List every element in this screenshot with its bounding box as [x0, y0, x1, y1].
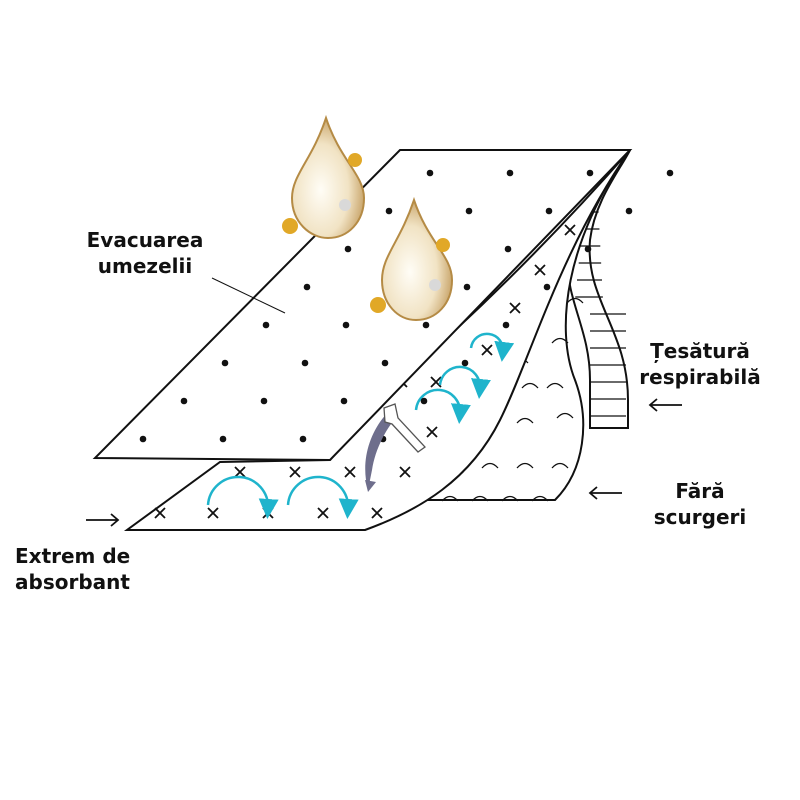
label-line: umezelii [97, 254, 193, 278]
cross-mark [234, 466, 246, 478]
dot [342, 321, 350, 329]
label-line: Evacuarea [86, 228, 204, 252]
arc-mark [501, 495, 519, 502]
dot [219, 435, 227, 443]
dot [385, 207, 393, 215]
label-absorbent: Extrem de absorbant [15, 543, 175, 595]
arc-mark [556, 412, 574, 419]
dot [303, 283, 311, 291]
dot [420, 397, 428, 405]
label-line: Extrem de [15, 544, 131, 568]
dot [422, 321, 430, 329]
arc-mark [551, 337, 569, 344]
label-line: absorbant [15, 570, 130, 594]
arrow-left-icon [648, 398, 682, 412]
arc-mark [481, 462, 499, 469]
cross-mark [426, 426, 438, 438]
dot [545, 207, 553, 215]
cross-mark [564, 224, 576, 236]
dot [586, 169, 594, 177]
arc-mark [516, 417, 534, 424]
dot [625, 207, 633, 215]
cross-mark [207, 507, 219, 519]
absorbent-layer [123, 149, 631, 531]
dot [666, 169, 674, 177]
dot [502, 321, 510, 329]
flow-arrow-icon [414, 388, 471, 424]
arc-mark [521, 382, 539, 389]
cross-mark [430, 376, 442, 388]
label-line: scurgeri [653, 505, 747, 529]
flow-arrow-icon [469, 332, 515, 362]
dot [340, 397, 348, 405]
dot [381, 359, 389, 367]
arc-mark [516, 462, 534, 469]
dot [221, 359, 229, 367]
cross-mark [317, 507, 329, 519]
arrow-left-icon [588, 486, 622, 500]
arc-mark [551, 462, 569, 469]
leader-line [211, 277, 286, 314]
arc-mark [546, 382, 564, 389]
label-no-leak: Fără scurgeri [630, 478, 770, 530]
arrow-right-icon [86, 513, 120, 527]
dot [504, 245, 512, 253]
droplet-icon [282, 114, 366, 240]
cross-mark [154, 507, 166, 519]
label-line: respirabilă [639, 365, 761, 389]
cross-mark [371, 507, 383, 519]
top-sheet [92, 149, 674, 462]
dot [463, 283, 471, 291]
dot [260, 397, 268, 405]
cross-mark [399, 466, 411, 478]
dot [299, 435, 307, 443]
dot [506, 169, 514, 177]
cross-mark [289, 466, 301, 478]
label-breathable: Țesătură respirabilă [620, 338, 780, 390]
cross-mark [344, 466, 356, 478]
arc-mark [441, 495, 459, 502]
dot [301, 359, 309, 367]
label-line: Țesătură [650, 339, 750, 363]
arc-mark [531, 495, 549, 502]
flow-arrow-icon [438, 365, 491, 399]
cross-mark [481, 344, 493, 356]
dot [584, 245, 592, 253]
cross-mark [509, 302, 521, 314]
dot [180, 397, 188, 405]
dot [543, 283, 551, 291]
dot [461, 359, 469, 367]
dot [262, 321, 270, 329]
dot [465, 207, 473, 215]
cross-mark [534, 264, 546, 276]
flow-arrow-icon [286, 475, 359, 519]
arc-mark [471, 495, 489, 502]
moisture-flow-arrows [365, 403, 426, 492]
arc-mark [566, 297, 584, 304]
label-moisture: Evacuarea umezelii [60, 227, 230, 279]
dot [139, 435, 147, 443]
label-line: Fără [675, 479, 725, 503]
dot [426, 169, 434, 177]
dot [344, 245, 352, 253]
droplet-icon [370, 196, 454, 322]
flow-arrow-icon [206, 475, 279, 519]
